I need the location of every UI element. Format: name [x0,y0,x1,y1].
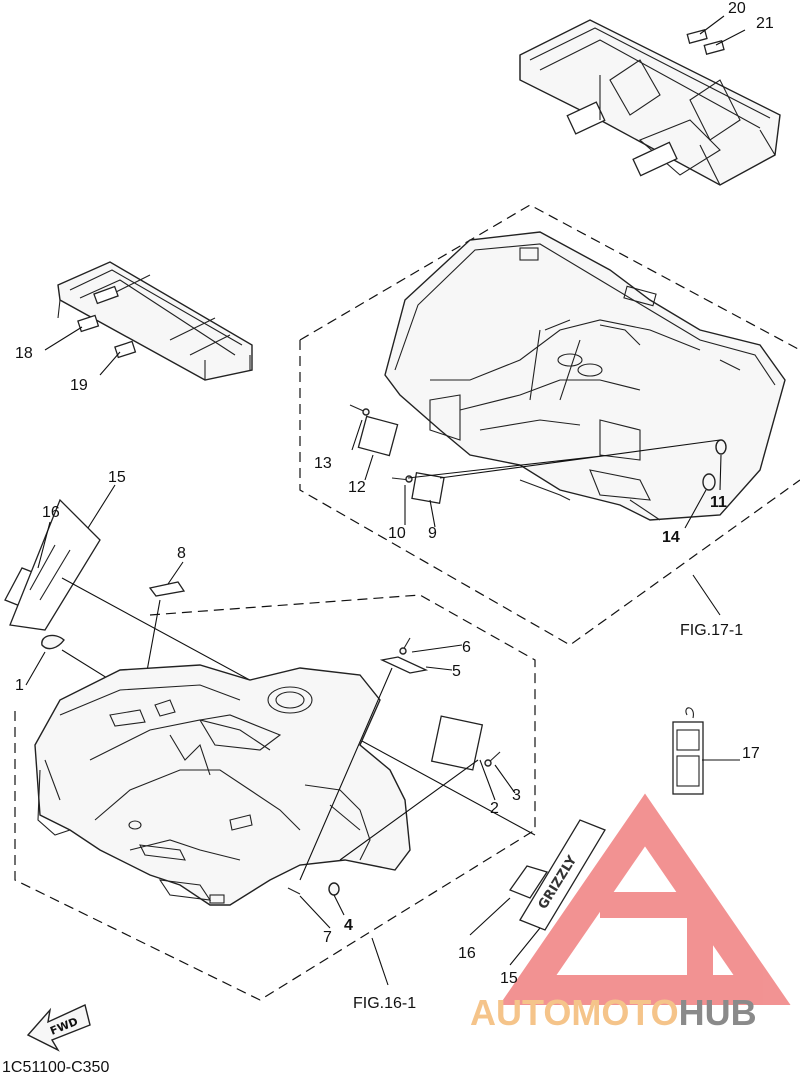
grommet-11 [715,439,727,455]
callout-15a: 15 [108,469,126,486]
callout-16a: 16 [42,504,60,521]
watermark-hub: HUB [679,992,757,1033]
callout-6: 6 [462,639,471,656]
diagram-code: 1C51100-C350 [2,1059,109,1075]
fig-ref-front: FIG.16-1 [353,995,416,1012]
front-carrier [57,261,253,381]
bolt-6 [399,637,411,655]
callout-4: 4 [344,917,353,934]
callout-2: 2 [490,800,499,817]
callout-7: 7 [323,929,332,946]
rear-carrier [519,19,781,186]
callout-10: 10 [388,525,406,542]
clip-7 [287,887,301,895]
callout-8: 8 [177,545,186,562]
rear-fender [384,231,786,521]
rear-fender-dashed-boundary [299,204,800,646]
callout-9: 9 [428,525,437,542]
callout-5: 5 [452,663,461,680]
tag-17 [672,707,704,795]
callout-18: 18 [15,345,33,362]
callout-1: 1 [15,677,24,694]
gasket-5 [379,656,429,674]
decal-21 [703,40,725,55]
callout-16b: 16 [458,945,476,962]
fig-ref-rear: FIG.17-1 [680,622,743,639]
decal-19 [114,340,137,359]
callout-21: 21 [756,15,774,32]
callout-20: 20 [728,0,746,17]
front-fender-dashed-boundary [14,594,536,1001]
plate-2 [430,715,484,771]
callout-11: 11 [710,494,727,511]
decal-16-side [508,865,549,899]
watermark-auto: AUTOMOTO [470,992,679,1033]
washer-14 [702,473,716,491]
watermark-text: AUTOMOTOHUB [470,992,757,1033]
callout-12: 12 [348,479,366,496]
fwd-arrow: FWD [26,1004,91,1052]
plate-12 [357,415,399,457]
callout-19: 19 [70,377,88,394]
callout-15b: 15 [500,970,518,987]
decal-8 [148,581,186,597]
front-fender [34,664,411,906]
callout-3: 3 [512,787,521,804]
emblem-1 [41,634,65,650]
bolt-13 [349,404,370,416]
decal-18 [77,314,100,333]
bolt-3 [484,751,501,767]
decal-15-front [9,498,101,631]
watermark-logo [499,793,791,1005]
callout-13: 13 [314,455,332,472]
callout-17: 17 [742,745,760,762]
callout-14: 14 [662,529,680,546]
decal-20 [686,29,708,44]
bolt-10 [391,475,413,483]
washer-4 [328,882,340,896]
